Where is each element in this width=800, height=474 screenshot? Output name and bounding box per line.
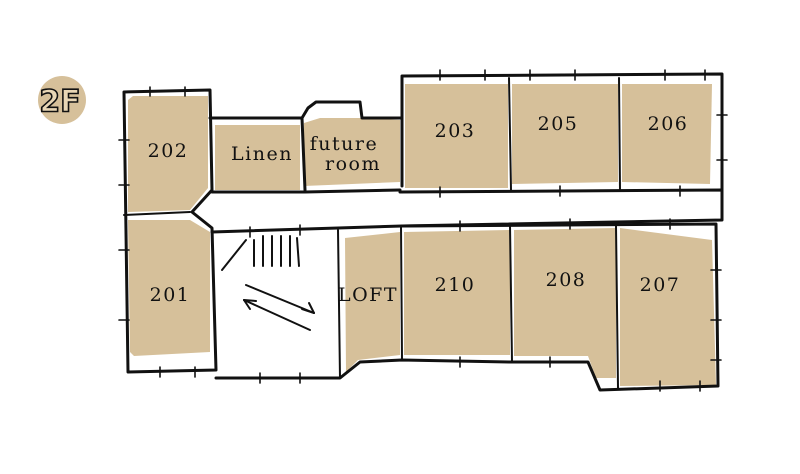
label-207: 207 xyxy=(640,274,681,296)
future-room-top xyxy=(300,100,404,120)
room-205-fill xyxy=(512,84,618,184)
floor-badge-circle xyxy=(38,76,86,124)
wall-loft-210 xyxy=(400,225,403,361)
room-linen-fill xyxy=(215,125,300,190)
left-wing-outline xyxy=(122,88,218,374)
room-203-fill xyxy=(405,84,508,188)
wall-203-205 xyxy=(508,77,512,191)
room-201-fill xyxy=(128,220,210,356)
wall-205-206 xyxy=(618,77,621,191)
room-202-fill xyxy=(128,96,208,212)
bottom-rooms-top xyxy=(210,222,720,392)
stairs-icon xyxy=(221,235,300,271)
label-loft: LOFT xyxy=(338,284,398,306)
wall-201-202 xyxy=(123,211,191,216)
label-203: 203 xyxy=(435,120,476,142)
label-205: 205 xyxy=(538,113,579,135)
label-202: 202 xyxy=(148,140,189,162)
label-206: 206 xyxy=(648,113,689,135)
double-arrow-icon xyxy=(243,284,315,331)
label-201: 201 xyxy=(150,284,191,306)
room-labels: 202 Linen future room 203 205 206 201 LO… xyxy=(148,113,689,306)
room-210-fill xyxy=(404,230,510,355)
walls xyxy=(122,72,724,392)
floor-badge: 2F xyxy=(38,76,86,124)
room-207-fill xyxy=(620,228,716,386)
room-208-fill xyxy=(514,228,616,378)
label-future-line1: future xyxy=(310,133,378,155)
wall-ticks xyxy=(118,69,728,392)
linen-bottom-wall xyxy=(210,188,402,194)
wall-208-207 xyxy=(615,225,619,389)
label-linen: Linen xyxy=(231,143,293,165)
room-loft-fill xyxy=(345,232,400,372)
wall-stairs-loft xyxy=(337,229,341,379)
room-fills xyxy=(128,84,716,386)
room-206-fill xyxy=(622,84,712,184)
floor-label: 2F xyxy=(39,85,80,120)
label-future-line2: room xyxy=(325,153,381,175)
corridor-top xyxy=(398,188,724,228)
room-future-fill xyxy=(304,118,400,186)
wall-210-208 xyxy=(509,225,513,363)
top-rooms-outline xyxy=(400,72,724,192)
label-208: 208 xyxy=(546,269,587,291)
label-210: 210 xyxy=(435,274,476,296)
